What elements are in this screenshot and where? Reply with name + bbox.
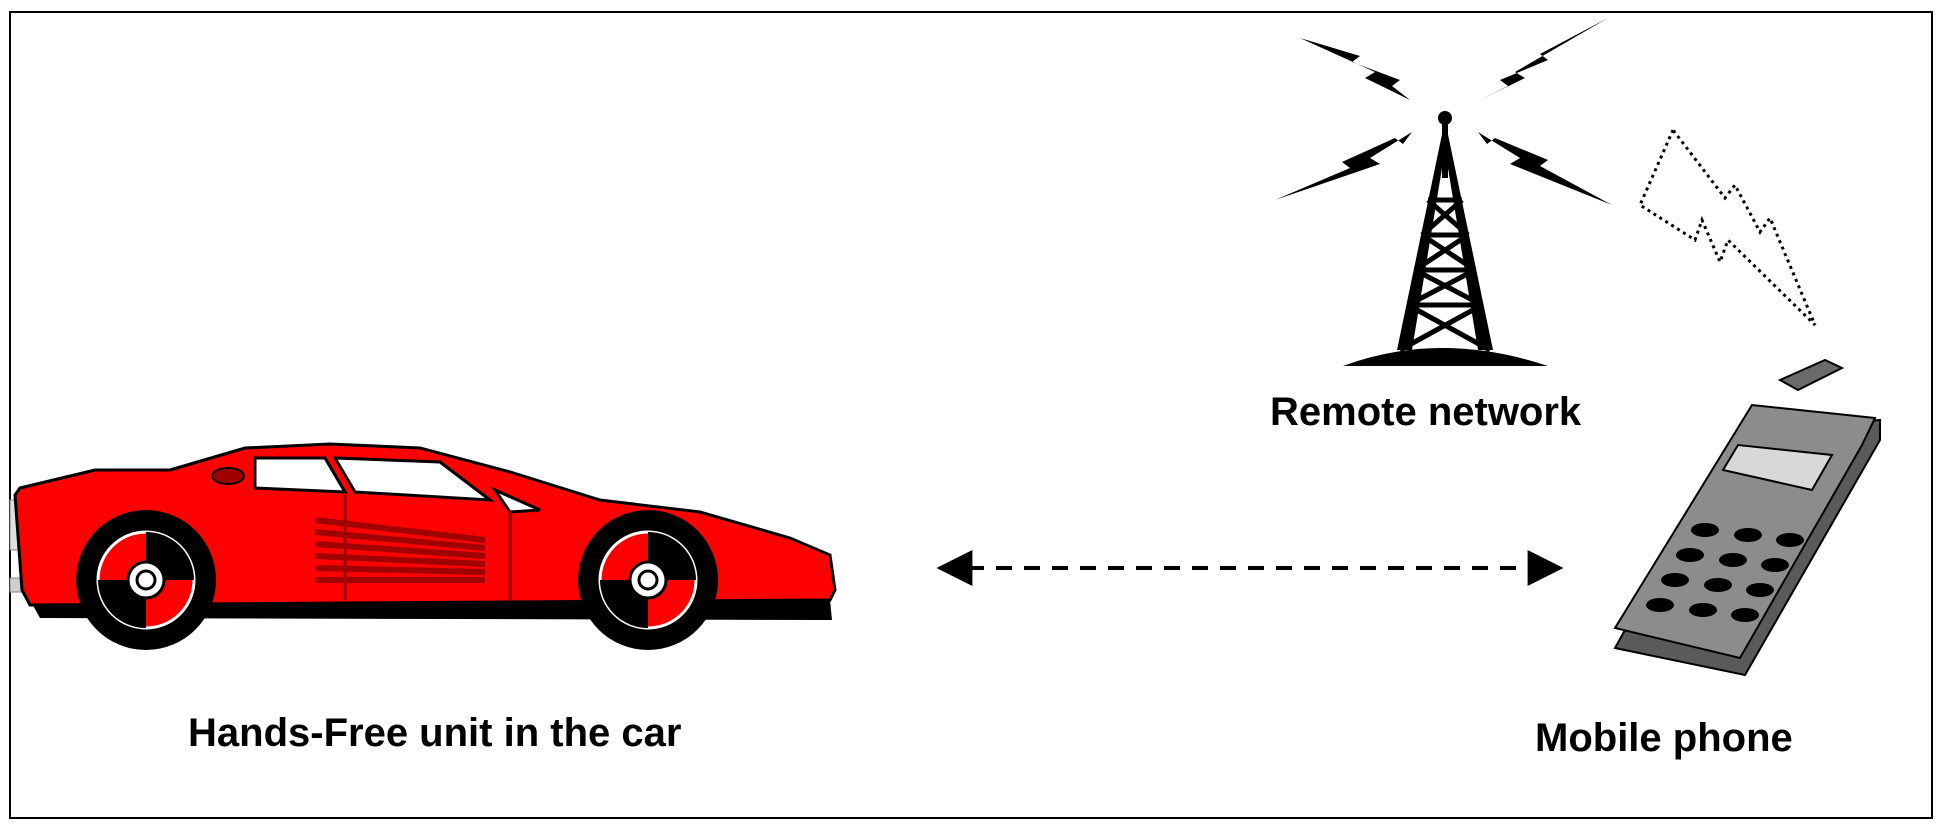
- diagram-border: [9, 11, 1933, 819]
- radio-tower-icon: [1275, 18, 1612, 366]
- wireless-link-bolt: [1638, 127, 1817, 327]
- mobile-phone-label: Mobile phone: [1535, 716, 1793, 760]
- mobile-phone-icon: [1613, 358, 1881, 677]
- sports-car-icon: [9, 442, 837, 650]
- hands-free-label: Hands-Free unit in the car: [188, 711, 682, 755]
- remote-network-label: Remote network: [1270, 390, 1582, 434]
